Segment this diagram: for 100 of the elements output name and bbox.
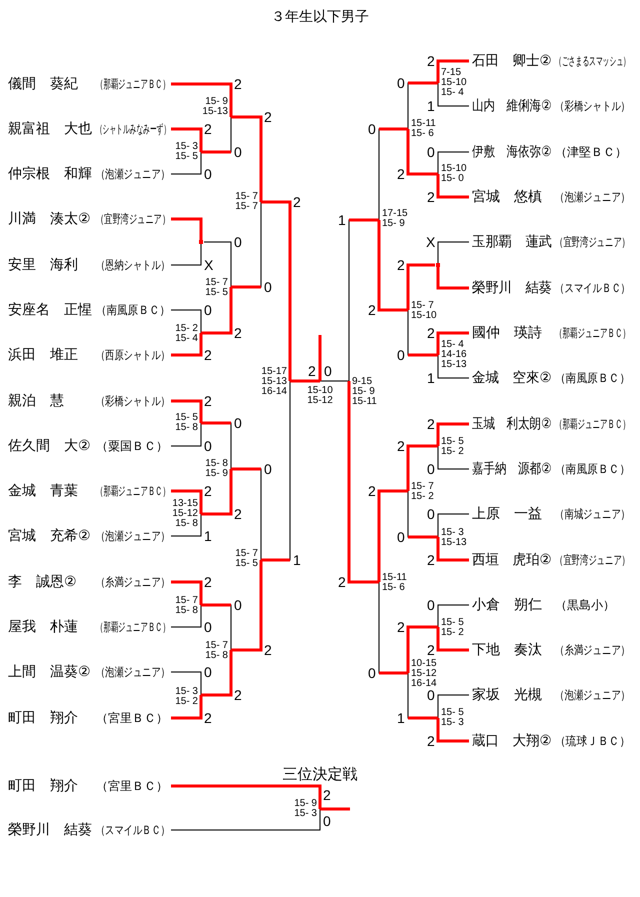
game-score: 2 — [427, 642, 435, 658]
team-name: （粟国ＢＣ） — [96, 438, 168, 455]
team-name: （那覇ジュニアＢＣ） — [96, 619, 170, 636]
player-name: 儀間 葵紀 — [8, 75, 78, 94]
player-name: 上原 一益 — [472, 505, 542, 524]
set-score: 15- 5 — [441, 618, 464, 628]
game-score: 0 — [397, 75, 405, 91]
game-score: 2 — [427, 325, 435, 341]
set-score: 15- 7 — [205, 641, 228, 651]
set-score: 13-15 — [172, 499, 198, 509]
bracket-line — [406, 626, 438, 673]
team-name: （ごさまるスマッシュ） — [555, 53, 630, 70]
set-score: 15- 3 — [441, 528, 464, 538]
set-score: 15- 2 — [441, 628, 464, 638]
set-score: 15- 7 — [175, 596, 198, 606]
set-score: 15- 4 — [175, 334, 198, 344]
game-score: 2 — [234, 76, 242, 92]
set-score: 15- 7 — [411, 301, 434, 311]
team-name: （宜野湾ジュニア） — [555, 552, 630, 569]
bracket-line — [171, 400, 202, 423]
player-name: 李 誠恩② — [8, 573, 77, 592]
set-score: 15- 2 — [175, 697, 198, 707]
team-name: （泡瀬ジュニア） — [555, 687, 630, 704]
player-name: 嘉手納 源都② — [472, 460, 552, 479]
game-score: 0 — [397, 529, 405, 545]
team-name: （那覇ジュニアＢＣ） — [96, 76, 170, 93]
player-name: 玉城 利太朗② — [472, 415, 552, 434]
bracket-line — [436, 174, 469, 198]
set-score: 15-12 — [307, 396, 333, 406]
bracket-line — [438, 82, 470, 106]
player-name: 金城 青葉 — [8, 482, 78, 501]
bracket-line — [436, 627, 469, 652]
bracket-line — [204, 242, 232, 288]
set-score: 15- 5 — [441, 437, 464, 447]
set-score: 15- 9 — [205, 469, 228, 479]
game-score: 2 — [234, 325, 242, 341]
player-name: 榮野川 結葵 — [8, 821, 92, 840]
team-name: （南風原ＢＣ） — [555, 461, 630, 478]
game-score: 2 — [264, 642, 272, 658]
bracket-line — [170, 310, 202, 334]
bracket-line — [436, 267, 469, 290]
team-name: （宮里ＢＣ） — [96, 778, 168, 795]
team-name: （宜野湾ジュニア） — [96, 211, 170, 228]
player-name: 佐久間 大② — [8, 437, 91, 456]
set-score: 15- 2 — [175, 324, 198, 334]
set-score: 15- 9 — [205, 97, 228, 107]
team-name: （恩納シャトル） — [96, 257, 170, 274]
game-score: 2 — [234, 687, 242, 703]
game-score: 2 — [308, 363, 316, 379]
game-score: 0 — [427, 461, 435, 477]
player-name: 榮野川 結葵 — [472, 279, 552, 298]
set-score: 15- 6 — [382, 583, 405, 593]
set-score: 16-14 — [411, 679, 437, 689]
team-name: （宜野湾ジュニア） — [555, 234, 630, 251]
team-name: （泡瀬ジュニア） — [96, 664, 170, 681]
bracket-line — [378, 490, 408, 582]
team-name: （糸満ジュニア） — [555, 642, 630, 659]
game-score: 2 — [293, 194, 301, 210]
game-score: 1 — [204, 528, 212, 544]
team-name: （南風原ＢＣ） — [96, 302, 170, 319]
set-score: 15-11 — [352, 397, 377, 407]
set-score: 14-16 — [441, 350, 467, 360]
team-name: （スマイルＢＣ） — [96, 822, 170, 839]
bracket-line — [170, 514, 202, 536]
player-name: 町田 翔介 — [8, 709, 78, 728]
bracket-line — [436, 332, 469, 355]
game-score: 2 — [204, 347, 212, 363]
set-score: 15- 3 — [175, 142, 198, 152]
team-name: （彩橋シャトル） — [555, 98, 630, 115]
bracket-line — [438, 242, 470, 264]
player-name: 安座名 正惺 — [8, 301, 92, 320]
bracket-line — [170, 422, 202, 446]
bracket-junction — [436, 263, 440, 267]
bracket-junction — [199, 240, 203, 244]
set-score: 15- 6 — [411, 129, 434, 139]
set-score: 15-11 — [382, 573, 407, 583]
set-score: 15- 3 — [294, 809, 317, 819]
bracket-line — [171, 784, 322, 809]
set-score: 10-15 — [411, 659, 437, 669]
set-score: 15- 3 — [441, 718, 464, 728]
game-score: 0 — [234, 597, 242, 613]
game-score: 0 — [397, 347, 405, 363]
bracket-line — [436, 537, 469, 562]
player-name: 川満 湊太② — [8, 210, 91, 229]
bracket-line — [170, 604, 202, 628]
game-score: 1 — [293, 552, 301, 568]
set-score: 15- 3 — [175, 687, 198, 697]
set-score: 15-13 — [441, 538, 467, 548]
bracket-line — [438, 514, 470, 538]
game-score: 0 — [427, 506, 435, 522]
game-score: 0 — [427, 597, 435, 613]
player-name: 伊敷 海依弥② — [472, 143, 552, 162]
team-name: （西原シャトル） — [96, 347, 170, 364]
bracket-line — [171, 490, 202, 514]
game-score: 2 — [427, 552, 435, 568]
bracket-line — [438, 604, 470, 628]
team-name: （泡瀬ジュニア） — [96, 528, 170, 545]
set-score: 15-10 — [441, 78, 467, 88]
player-name: 下地 奏汰 — [472, 641, 542, 660]
set-score: 15- 7 — [205, 278, 228, 288]
